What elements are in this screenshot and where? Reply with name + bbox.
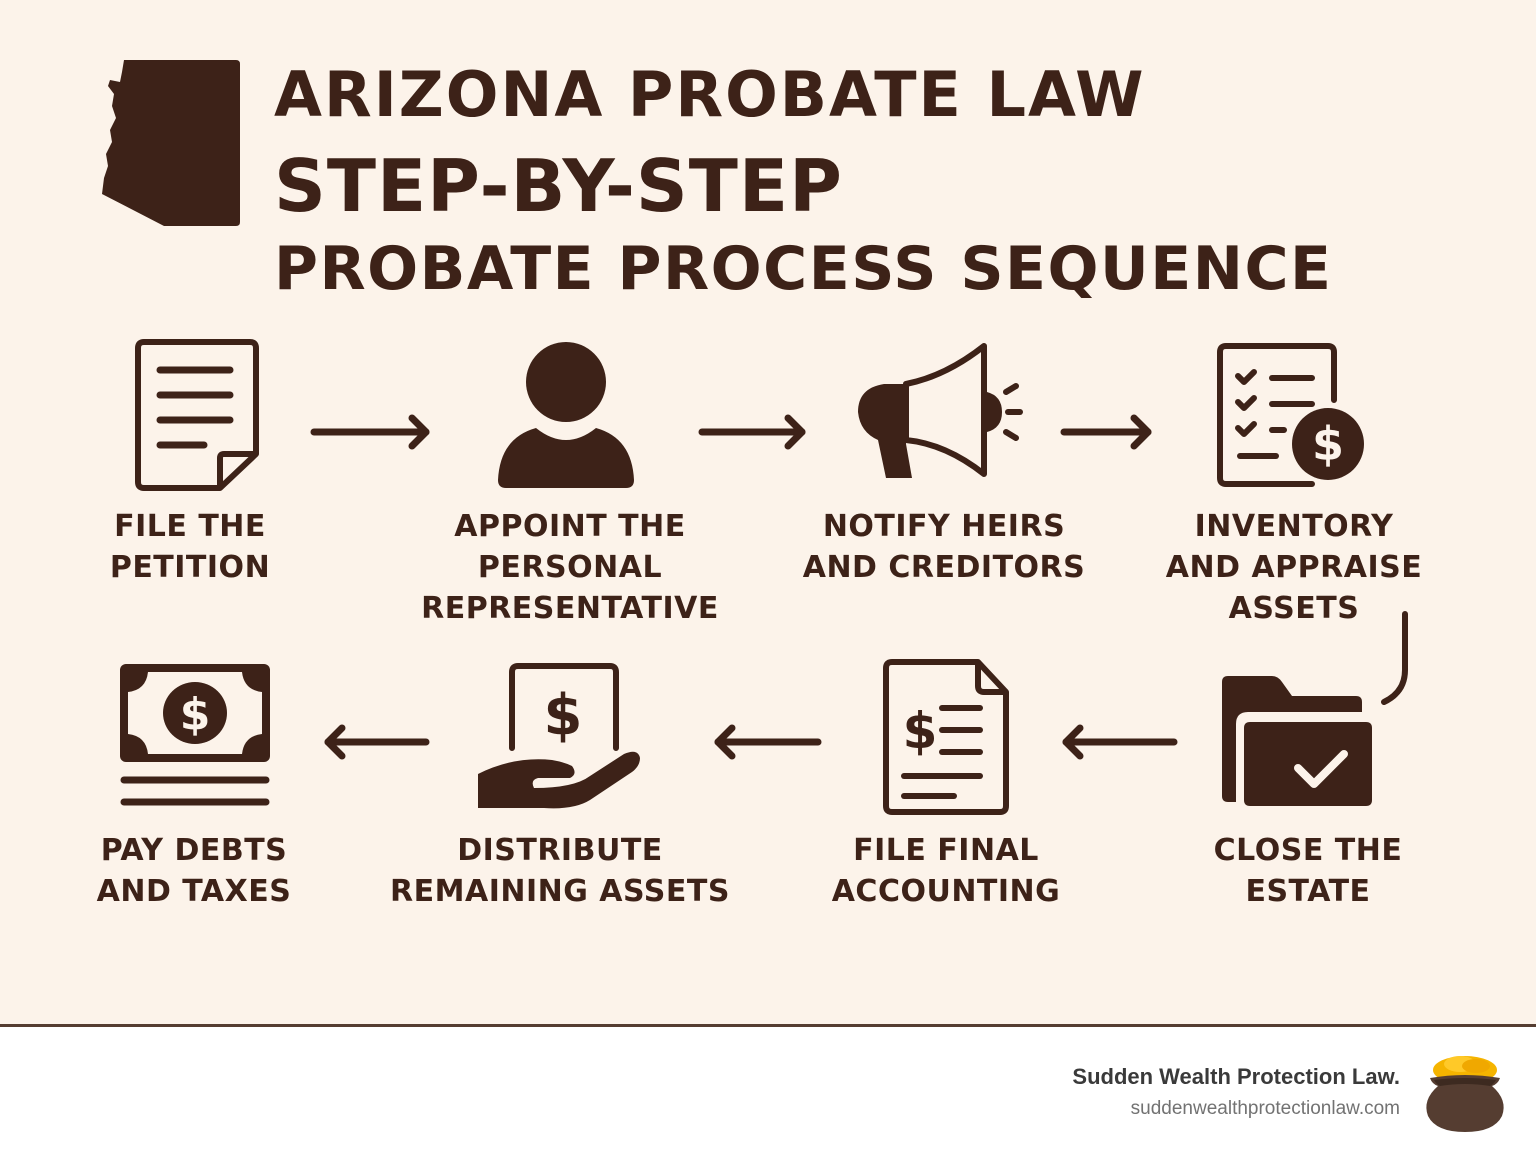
checklist-dollar-icon: $ bbox=[1217, 343, 1364, 487]
arrow-left-icon bbox=[714, 724, 822, 760]
svg-text:$: $ bbox=[903, 702, 938, 760]
banknote-icon: $ bbox=[120, 664, 270, 806]
arrow-right-icon bbox=[698, 414, 806, 450]
arrow-left-icon bbox=[324, 724, 430, 760]
title-line-1: ARIZONA PROBATE LAW bbox=[274, 58, 1146, 131]
footer-brand-name: Sudden Wealth Protection Law. bbox=[1072, 1064, 1400, 1089]
arrow-right-icon bbox=[1060, 414, 1152, 450]
megaphone-icon bbox=[858, 343, 1023, 478]
title-line-3: PROBATE PROCESS SEQUENCE bbox=[274, 234, 1333, 304]
infographic-canvas: ARIZONA PROBATE LAW STEP-BY-STEP PROBATE… bbox=[0, 0, 1536, 1027]
step-label-pay-debts: PAY DEBTS AND TAXES bbox=[96, 833, 292, 909]
arizona-map-icon bbox=[102, 60, 240, 226]
arrow-right-icon bbox=[310, 414, 430, 450]
folder-check-icon bbox=[1222, 676, 1372, 806]
document-icon bbox=[135, 339, 259, 491]
step-label-file-petition: FILE THE PETITION bbox=[109, 509, 271, 585]
title-line-2: STEP-BY-STEP bbox=[274, 144, 843, 228]
footer-url-link[interactable]: suddenwealthprotectionlaw.com bbox=[1130, 1098, 1400, 1119]
step-label-notify-heirs: NOTIFY HEIRS AND CREDITORS bbox=[802, 509, 1086, 585]
step-label-distribute-assets: DISTRIBUTE REMAINING ASSETS bbox=[390, 833, 730, 909]
step-label-close-estate: CLOSE THE ESTATE bbox=[1213, 833, 1403, 909]
svg-text:$: $ bbox=[1312, 417, 1344, 471]
hand-dollar-icon: $ bbox=[478, 663, 640, 809]
connector-line bbox=[1381, 611, 1408, 705]
step-label-inventory-appraise: INVENTORY AND APPRAISE ASSETS bbox=[1165, 509, 1423, 626]
step-label-appoint-representative: APPOINT THE PERSONAL REPRESENTATIVE bbox=[421, 509, 719, 626]
pot-of-gold-icon bbox=[1426, 1056, 1504, 1132]
invoice-dollar-icon: $ bbox=[883, 659, 1009, 815]
person-icon bbox=[498, 342, 634, 488]
step-label-final-accounting: FILE FINAL ACCOUNTING bbox=[831, 833, 1061, 909]
arrow-left-icon bbox=[1062, 724, 1178, 760]
svg-text:$: $ bbox=[180, 689, 211, 740]
svg-text:$: $ bbox=[544, 683, 583, 748]
